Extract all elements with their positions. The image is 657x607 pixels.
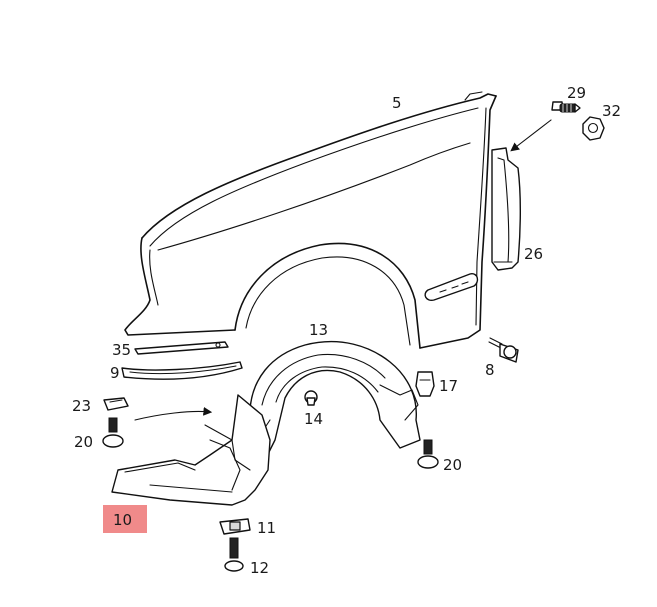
label-20-right: 20: [443, 456, 462, 474]
bolt-29: [551, 101, 581, 113]
label-12: 12: [250, 559, 269, 577]
label-5: 5: [392, 94, 402, 112]
label-23: 23: [72, 397, 91, 415]
clip-17: [415, 371, 435, 397]
label-8: 8: [485, 361, 495, 379]
strip-35: [134, 341, 229, 355]
clip-14: [304, 390, 318, 406]
screw-8: [488, 337, 519, 363]
screw-20-right: [417, 439, 439, 469]
label-20-left: 20: [74, 433, 93, 451]
underbody-panel-10: [111, 394, 271, 506]
label-13: 13: [309, 321, 328, 339]
wheel-arch-liner-13: [244, 340, 421, 481]
label-26: 26: [524, 245, 543, 263]
screw-20-left: [102, 417, 124, 448]
label-11: 11: [257, 519, 276, 537]
fender-part: [124, 91, 497, 349]
clip-nut-23: [103, 397, 129, 411]
label-29: 29: [567, 84, 586, 102]
trim-moulding-26: [491, 147, 522, 271]
label-35: 35: [112, 341, 131, 359]
label-9: 9: [110, 364, 120, 382]
nut-32: [582, 116, 605, 141]
label-32: 32: [602, 102, 621, 120]
label-17: 17: [439, 377, 458, 395]
clip-11: [219, 518, 251, 535]
screw-12: [224, 537, 244, 572]
label-10: 10: [113, 511, 132, 529]
label-14: 14: [304, 410, 323, 428]
highlight-box: [103, 505, 147, 533]
side-marker: [424, 273, 479, 302]
seal-9: [121, 361, 243, 380]
